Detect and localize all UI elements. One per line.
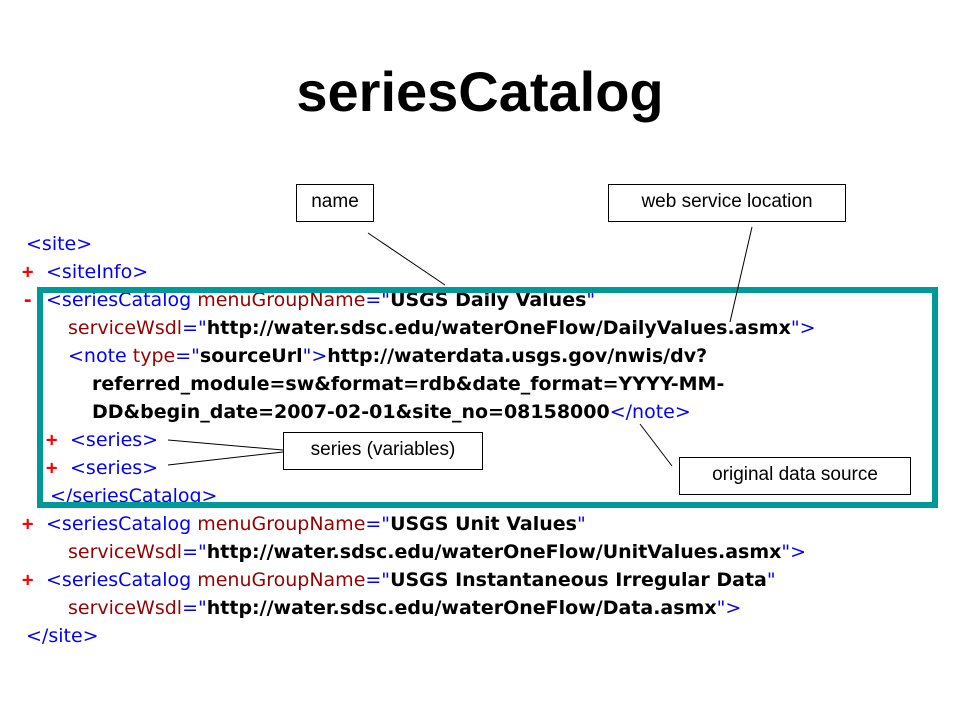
expand-toggle-seriescatalog-unit[interactable]: + [22, 513, 34, 535]
xml-line-site-open: <site> [26, 233, 93, 255]
xml-line-site-close: </site> [26, 625, 99, 647]
xml-line-seriescatalog-daily: <seriesCatalog menuGroupName="USGS Daily… [46, 289, 596, 311]
xml-line-note-text-2: DD&begin_date=2007-02-01&site_no=0815800… [92, 401, 691, 423]
xml-line-servicewsdl-daily: serviceWsdl="http://water.sdsc.edu/water… [68, 317, 816, 339]
xml-line-seriescatalog-irregular: <seriesCatalog menuGroupName="USGS Insta… [46, 569, 776, 591]
xml-line-series-2: <series> [70, 457, 159, 479]
xml-line-note: <note type="sourceUrl">http://waterdata.… [68, 345, 708, 367]
xml-line-siteinfo: <siteInfo> [46, 261, 149, 283]
xml-line-servicewsdl-irregular: serviceWsdl="http://water.sdsc.edu/water… [68, 597, 742, 619]
expand-toggle-series-2[interactable]: + [46, 457, 58, 479]
callout-series-variables: series (variables) [283, 432, 483, 470]
highlight-box [37, 287, 938, 508]
xml-line-note-text-1: referred_module=sw&format=rdb&date_forma… [92, 373, 725, 395]
xml-line-servicewsdl-unit: serviceWsdl="http://water.sdsc.edu/water… [68, 541, 807, 563]
callout-web-service-location: web service location [608, 184, 846, 222]
callout-original-data-source: original data source [679, 457, 911, 495]
collapse-toggle-seriescatalog[interactable]: - [22, 289, 34, 311]
callout-name: name [296, 184, 374, 222]
xml-line-series-1: <series> [70, 429, 159, 451]
xml-line-seriescatalog-close: </seriesCatalog> [50, 485, 218, 507]
xml-line-seriescatalog-unit: <seriesCatalog menuGroupName="USGS Unit … [46, 513, 586, 535]
slide-title: seriesCatalog [296, 60, 664, 123]
expand-toggle-series-1[interactable]: + [46, 429, 58, 451]
expand-toggle-siteinfo[interactable]: + [22, 261, 34, 283]
expand-toggle-seriescatalog-irregular[interactable]: + [22, 569, 34, 591]
